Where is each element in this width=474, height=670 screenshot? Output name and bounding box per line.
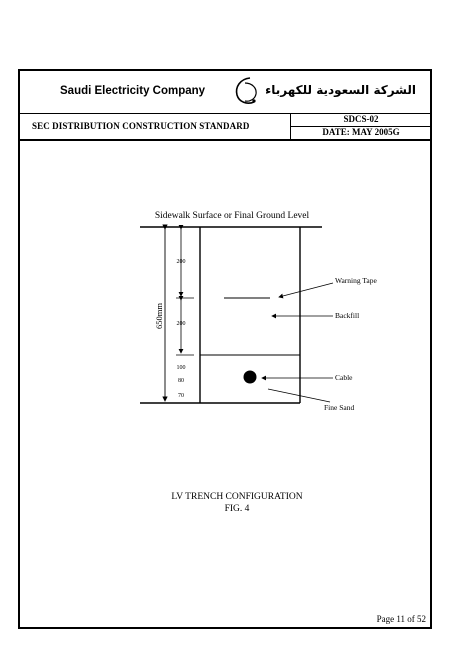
cable-icon — [243, 370, 257, 384]
dim-label: 80 — [178, 378, 184, 384]
standard-title: SEC DISTRIBUTION CONSTRUCTION STANDARD — [32, 121, 250, 131]
warning-tape-label: Warning Tape — [335, 276, 378, 285]
dim-label: 200 — [177, 259, 186, 265]
page-frame: Saudi Electricity Company الشركة السعودي… — [18, 69, 432, 629]
dim-label: 200 — [177, 321, 186, 327]
header-company-row: Saudi Electricity Company الشركة السعودي… — [20, 71, 430, 114]
header-standard-row: SEC DISTRIBUTION CONSTRUCTION STANDARD S… — [20, 113, 431, 141]
doc-date: DATE: MAY 2005G — [322, 127, 400, 137]
figure-caption-title: LV TRENCH CONFIGURATION — [171, 492, 303, 502]
fine-sand-leader — [267, 388, 331, 403]
warning-tape-leader — [278, 282, 334, 299]
doc-info-box: SDCS-02 DATE: MAY 2005G — [290, 113, 431, 139]
doc-code: SDCS-02 — [291, 113, 431, 127]
cable-label: Cable — [335, 373, 353, 382]
backfill-label: Backfill — [335, 311, 359, 320]
company-name-english: Saudi Electricity Company — [60, 85, 206, 97]
surface-label: Sidewalk Surface or Final Ground Level — [155, 210, 310, 221]
dim-label: 70 — [178, 393, 184, 399]
fine-sand-label: Fine Sand — [324, 403, 354, 412]
figure-caption-number: FIG. 4 — [224, 504, 250, 514]
page-number: Page 11 of 52 — [376, 614, 426, 624]
total-depth-label: 650mm — [154, 303, 164, 329]
sec-logo-icon — [232, 75, 262, 112]
dim-label: 100 — [177, 365, 186, 371]
company-name-arabic: الشركة السعودية للكهرباء — [265, 83, 416, 97]
